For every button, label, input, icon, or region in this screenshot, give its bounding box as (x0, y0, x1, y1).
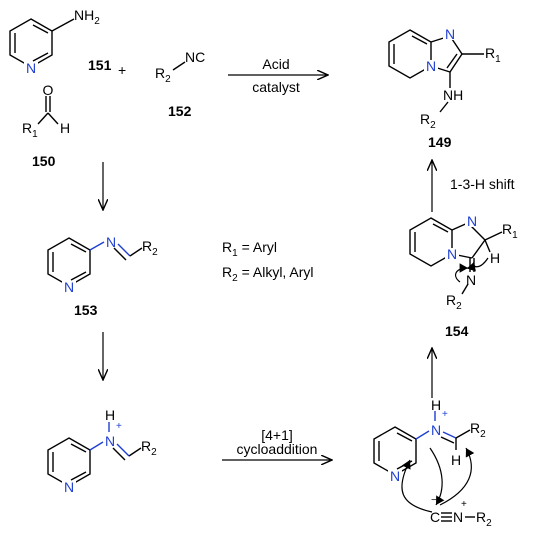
isocyanide-n: N (453, 509, 463, 525)
compound-151: N NH2 151 (9, 7, 112, 76)
compound-number-154: 154 (445, 323, 469, 339)
plus-sign: + (118, 62, 126, 78)
aldehyde-o: O (43, 82, 54, 98)
compound-number-150: 150 (32, 153, 56, 169)
int154-h: H (490, 250, 500, 266)
int154-n-bridge: N (447, 246, 457, 262)
compound-number-151: 151 (88, 57, 112, 73)
cycloaddition-complex: N H + N R2 H C − N + R2 (373, 397, 492, 529)
isocyanide-r2: R2 (476, 509, 492, 529)
product-nh: NH (443, 87, 463, 103)
int154-r1: R1 (502, 221, 518, 241)
aldehyde-r1: R1 (22, 120, 38, 140)
product-r1: R1 (485, 45, 501, 65)
isocyanide-c: C (430, 509, 440, 525)
iminium-n: N (105, 433, 115, 449)
int154-n-exo: N (466, 272, 476, 288)
arrow-label-4plus1: [4+1] (261, 427, 293, 443)
product-n-bridge: N (426, 58, 436, 74)
compound-154: N N R1 H N R2 154 (409, 213, 518, 339)
compound-152: R2 NC 152 (155, 49, 205, 119)
nc-label: NC (185, 49, 205, 65)
n-atom: N (26, 60, 36, 76)
isocyanide-label: R2 (155, 65, 171, 85)
complex-n: N (431, 422, 441, 438)
compound-number-153: 153 (74, 302, 98, 318)
iminium-plus: + (116, 421, 122, 432)
arrow-label-acid: Acid (262, 56, 289, 72)
acid-arrow: Acid catalyst (228, 56, 328, 95)
iminium-h: H (105, 407, 115, 423)
r2-definition: R2 = Alkyl, Aryl (222, 264, 314, 284)
imine-r2: R2 (142, 238, 158, 258)
imine-n: N (106, 234, 116, 250)
product-r2: R2 (420, 111, 436, 131)
compound-number-149: 149 (428, 134, 452, 150)
iminium-r2: R2 (141, 438, 157, 458)
int154-r2: R2 (446, 292, 462, 312)
aldehyde-h: H (60, 120, 70, 136)
nh2-label: NH2 (74, 7, 100, 27)
complex-plus: + (442, 409, 448, 420)
r1-definition: R1 = Aryl (222, 239, 277, 259)
product-n-top: N (445, 26, 455, 42)
compound-149: N N R1 NH R2 149 (388, 26, 501, 150)
imine-ring-n: N (64, 279, 74, 295)
compound-number-152: 152 (168, 103, 192, 119)
complex-h: H (431, 397, 441, 413)
compound-153: N N R2 153 (47, 234, 158, 318)
arrow-label-catalyst: catalyst (252, 79, 300, 95)
complex-ring-n: N (390, 468, 400, 484)
arrow-label-cycloaddition: cycloaddition (237, 441, 318, 457)
substituent-definitions: R1 = Aryl R2 = Alkyl, Aryl (222, 239, 314, 284)
complex-r2: R2 (470, 420, 486, 440)
isocyanide-minus: − (431, 495, 437, 506)
iminium-ion: N H + N R2 (47, 407, 157, 495)
isocyanide-plus: + (461, 499, 467, 510)
complex-h2: H (451, 452, 461, 468)
compound-150: R1 O H 150 (22, 82, 70, 169)
shift-label: 1-3-H shift (450, 176, 515, 192)
iminium-ring-n: N (64, 479, 74, 495)
cycloaddition-arrow: [4+1] cycloaddition (222, 427, 332, 460)
int154-n-top: N (467, 213, 477, 229)
